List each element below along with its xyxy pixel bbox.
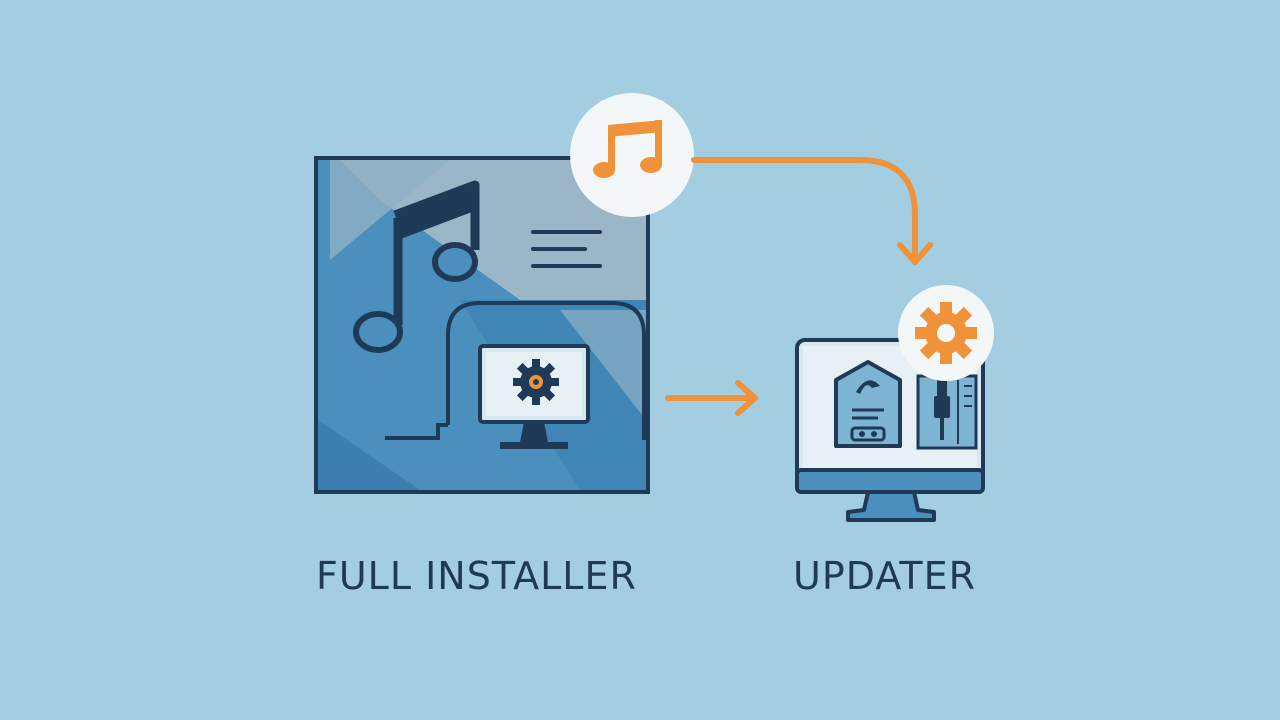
large-music-note-icon (353, 180, 480, 353)
document-lines-icon (531, 230, 602, 268)
installer-panel-icon (314, 156, 650, 494)
small-gear-icon (513, 359, 559, 405)
arrow-right-icon (665, 380, 758, 416)
small-monitor-icon (478, 344, 590, 449)
updater-label: UPDATER (793, 554, 976, 598)
full-installer-label: FULL INSTALLER (316, 554, 637, 598)
shield-document-icon (834, 360, 902, 448)
gear-badge-icon (898, 285, 994, 381)
updater-monitor-icon (795, 338, 985, 522)
curved-arrow-icon (691, 157, 933, 265)
plug-connector-icon (916, 372, 978, 450)
music-note-badge-icon (570, 93, 694, 217)
